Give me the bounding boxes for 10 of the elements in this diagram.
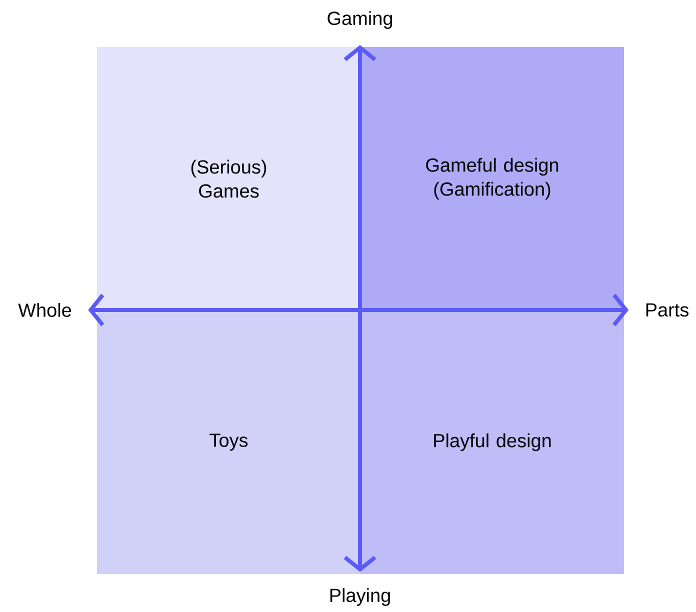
axis-label: Whole xyxy=(18,303,72,317)
quadrant-box: Playful design xyxy=(360,310,624,574)
axis-label: Playing xyxy=(330,588,390,606)
quadrant-box: Toys xyxy=(97,310,360,574)
quadrant-box: (Serious) Games xyxy=(97,47,360,310)
axis-label: Parts xyxy=(646,303,688,317)
axis-label: Gaming xyxy=(328,11,392,29)
quadrant-box: Gameful design (Gamification) xyxy=(360,47,624,310)
arrow xyxy=(88,294,629,326)
arrow xyxy=(344,45,376,572)
